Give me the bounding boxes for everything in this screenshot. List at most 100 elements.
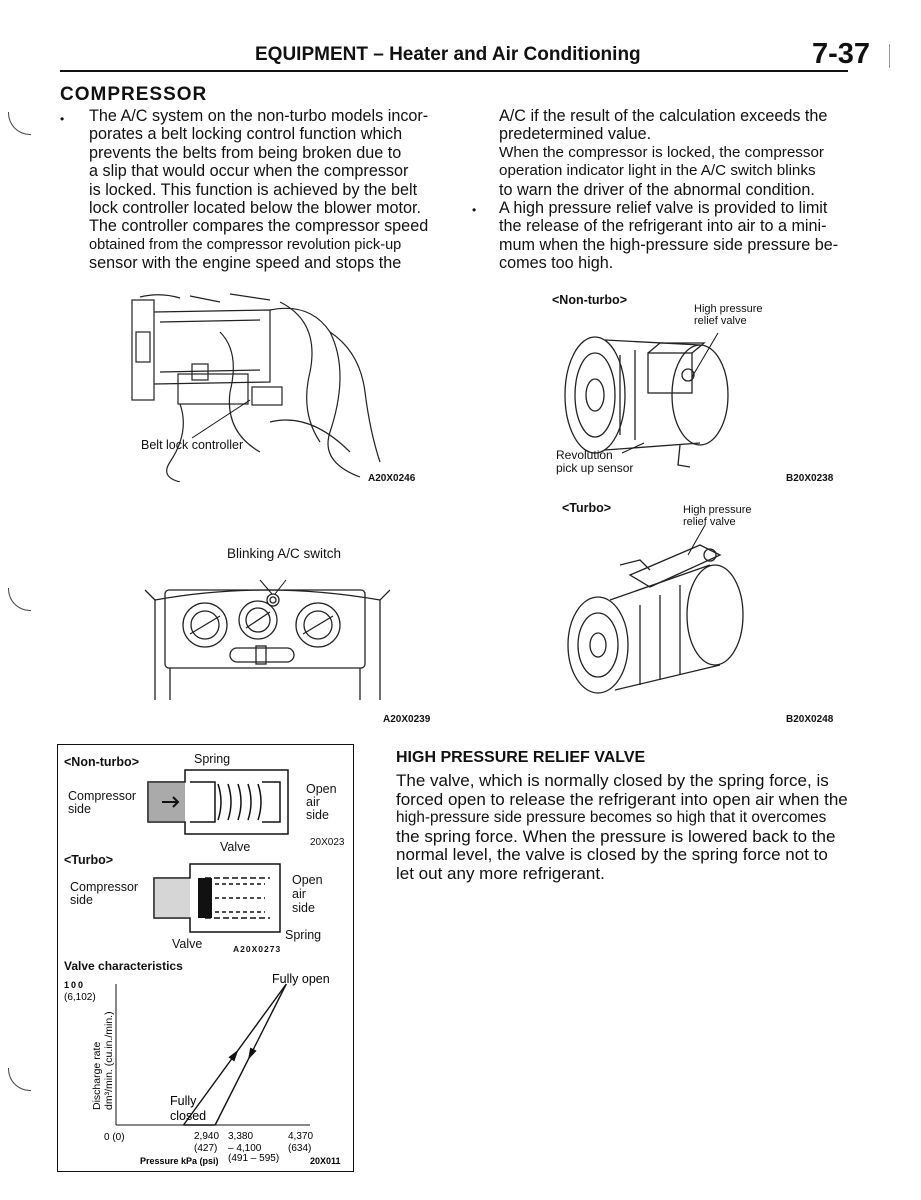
spring-label: Spring: [194, 752, 231, 766]
text-line: obtained from the compressor revolution …: [89, 236, 402, 253]
text-line: sensor with the engine speed and stops t…: [89, 254, 402, 273]
annotation-fully-closed-1: Fully: [170, 1094, 197, 1108]
turbo-compressor-illustration: [567, 525, 744, 694]
label-line: side: [306, 808, 329, 822]
y-axis-label-1: Discharge rate: [91, 1042, 103, 1110]
label-line: side: [68, 802, 91, 816]
chart-title: Valve characteristics: [64, 959, 183, 973]
x-axis-label: Pressure kPa (psi): [140, 1156, 219, 1166]
text-line: The valve, which is normally closed by t…: [396, 771, 829, 790]
text-line: high-pressure side pressure becomes so h…: [396, 809, 827, 827]
margin-mark: [8, 112, 31, 135]
ac-switch-panel-illustration: [144, 579, 390, 700]
open-air-side-label: Open air side: [306, 783, 337, 822]
annotation-fully-closed: Fully closed: [170, 1094, 206, 1123]
figure-code: A20X0273: [233, 944, 282, 954]
valve-box-frame: [57, 744, 354, 1172]
page-number: 7-37: [812, 38, 871, 70]
annotation-fully-closed-2: closed: [170, 1109, 206, 1123]
compressor-side-label: Compressor side: [70, 881, 138, 907]
label-line: Open: [306, 782, 337, 796]
page-header-title: EQUIPMENT – Heater and Air Conditioning: [255, 44, 641, 65]
x-tick-491-595: (491 – 595): [228, 1153, 279, 1164]
label-line: air: [292, 887, 306, 901]
label-line: relief valve: [683, 516, 736, 528]
open-air-side-label: Open air side: [292, 873, 323, 915]
x-tick-3380: 3,380: [228, 1131, 253, 1142]
series-arrow-1: [248, 1047, 257, 1060]
text-line: A/C if the result of the calculation exc…: [499, 107, 828, 125]
label-line: Revolution: [556, 448, 613, 462]
valve-characteristics-chart: Fully open Fully closed 100 (6,102) 0 (0…: [64, 972, 341, 1166]
text-line: normal level, the valve is closed by the…: [396, 845, 828, 865]
x-tick-634: (634): [288, 1143, 311, 1154]
margin-mark: [8, 1068, 31, 1091]
hp-relief-valve-text: The valve, which is normally closed by t…: [396, 771, 856, 884]
label-line: air: [306, 795, 320, 809]
hp-relief-valve-label: High pressure relief valve: [694, 303, 762, 327]
text-line: porates a belt locking control function …: [89, 125, 403, 144]
figure-code: 20X011: [310, 1156, 341, 1166]
figure-code: 20X023: [310, 837, 345, 848]
label-line: Compressor: [68, 789, 137, 803]
text-line: mum when the high-pressure side pressure…: [499, 235, 839, 254]
turbo-tag: <Turbo>: [64, 853, 114, 867]
text-line: the release of the refrigerant into air …: [499, 217, 827, 236]
bullet-glyph: •: [60, 112, 65, 126]
text-line: The A/C system on the non-turbo models i…: [89, 107, 429, 125]
valve-label: Valve: [172, 937, 203, 951]
x-tick-2940: 2,940: [194, 1131, 219, 1142]
compressor-side-label: Compressor side: [68, 790, 136, 816]
text-line: When the compressor is locked, the compr…: [499, 143, 824, 161]
y-tick-100-top: 100: [64, 980, 85, 990]
blinking-ac-switch-label: Blinking A/C switch: [227, 546, 342, 561]
header-rule: [60, 70, 848, 72]
label-line: High pressure: [683, 504, 752, 516]
text-line: The controller compares the compressor s…: [89, 217, 429, 236]
text-line: to warn the driver of the abnormal condi…: [499, 180, 815, 199]
label-line: relief valve: [694, 315, 747, 327]
text-line: lock controller located below the blower…: [89, 199, 422, 218]
text-line: a slip that would occur when the compres…: [89, 162, 409, 181]
nonturbo-tag: <Non-turbo>: [64, 755, 139, 769]
nonturbo-valve-diagram: [147, 769, 289, 835]
nonturbo-compressor-illustration: [564, 332, 729, 468]
bullet-glyph: •: [472, 203, 477, 217]
text-line: let out any more refrigerant.: [396, 863, 605, 883]
revolution-sensor-label: Revolution pick up sensor: [556, 449, 633, 475]
header-tick: [889, 44, 890, 68]
belt-lock-controller-illustration: [131, 293, 381, 482]
hp-relief-valve-title: HIGH PRESSURE RELIEF VALVE: [396, 749, 646, 766]
turbo-valve-diagram: [153, 863, 281, 933]
x-tick-427: (427): [194, 1143, 217, 1154]
label-line: pick up sensor: [556, 461, 634, 475]
nonturbo-tag: <Non-turbo>: [552, 293, 627, 307]
x-tick-4100: – 4,100: [228, 1143, 262, 1154]
text-line: is locked. This function is achieved by …: [89, 180, 418, 199]
text-line: comes too high.: [499, 254, 614, 273]
label-line: side: [292, 901, 315, 915]
label-line: Open: [292, 873, 323, 887]
series-arrow-0: [228, 1049, 239, 1062]
margin-mark: [8, 588, 31, 611]
figure-code: B20X0248: [786, 714, 834, 725]
figure-code: B20X0238: [786, 473, 834, 484]
annotation-fully-open: Fully open: [272, 972, 330, 986]
label-line: High pressure: [694, 303, 763, 315]
compressor-paragraph: The A/C system on the non-turbo models i…: [89, 107, 449, 273]
y-axis-label-2: dm³/min. (cu.in./min.): [103, 1011, 115, 1110]
turbo-tag: <Turbo>: [562, 501, 612, 515]
compressor-paragraph-cont: A/C if the result of the calculation exc…: [499, 107, 849, 273]
belt-lock-controller-label: Belt lock controller: [141, 438, 244, 452]
text-line: operation indicator light in the A/C swi…: [499, 162, 816, 180]
y-tick-0: 0 (0): [104, 1132, 125, 1143]
x-tick-4370: 4,370: [288, 1131, 313, 1142]
y-axis-label: Discharge rate dm³/min. (cu.in./min.): [91, 1011, 115, 1110]
label-line: side: [70, 893, 93, 907]
text-line: A high pressure relief valve is provided…: [499, 199, 828, 218]
text-line: the spring force. When the pressure is l…: [396, 826, 836, 846]
label-line: Compressor: [70, 880, 139, 894]
section-title: COMPRESSOR: [60, 84, 208, 105]
text-line: prevents the belts from being broken due…: [89, 143, 402, 162]
y-tick-100-bottom: (6,102): [64, 992, 96, 1003]
